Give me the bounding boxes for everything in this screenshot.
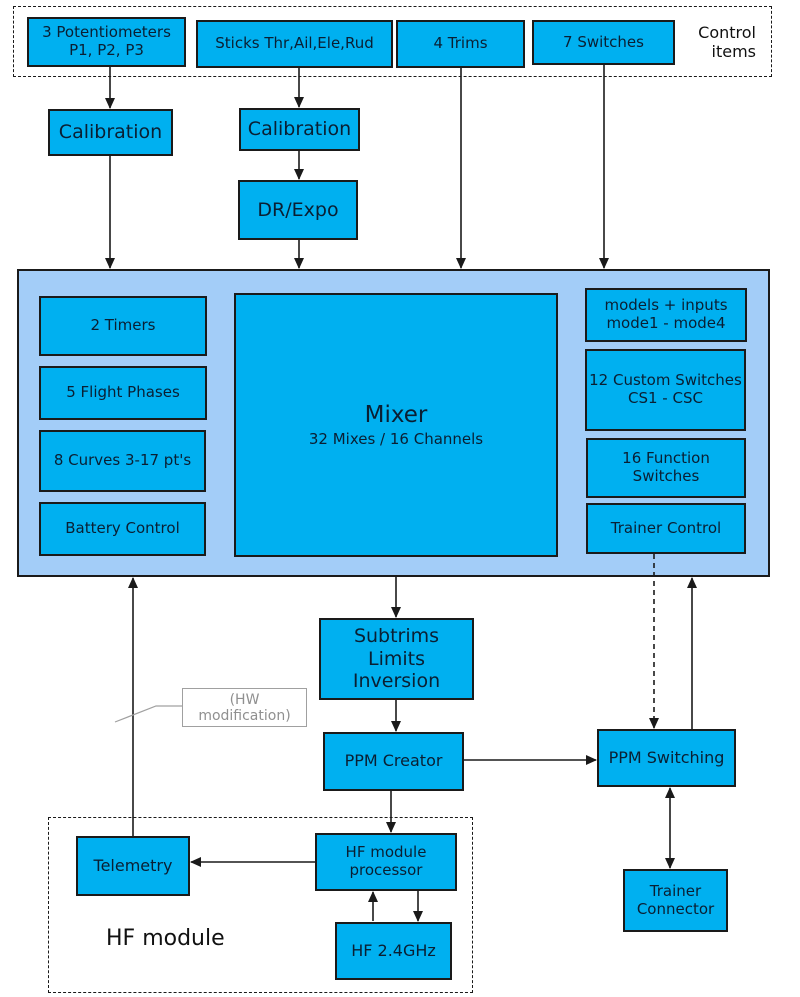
hf-module-label: HF module (106, 926, 225, 951)
node-timers: 2 Timers (39, 296, 207, 356)
node-trims: 4 Trims (396, 20, 525, 68)
node-switches: 7 Switches (532, 20, 675, 65)
control-items-label: Control items (698, 23, 756, 62)
node-potentiometers: 3 Potentiometers P1, P2, P3 (27, 17, 186, 67)
node-ppm-creator: PPM Creator (323, 732, 464, 791)
mixer-title: Mixer (364, 401, 428, 428)
node-calibration-pots: Calibration (48, 109, 173, 156)
hw-modification-callout: (HW modification) (182, 688, 307, 727)
node-flight-phases: 5 Flight Phases (39, 366, 207, 420)
node-telemetry: Telemetry (76, 836, 190, 896)
node-hf-module-processor: HF module processor (315, 833, 457, 891)
hw-modification-leader-line (114, 705, 182, 723)
node-battery-control: Battery Control (39, 502, 206, 556)
hf-module-group-border (48, 817, 473, 993)
node-trainer-control: Trainer Control (586, 503, 746, 554)
node-models-inputs: models + inputs mode1 - mode4 (585, 288, 747, 342)
node-hf-24ghz: HF 2.4GHz (335, 922, 452, 980)
node-curves: 8 Curves 3-17 pt's (39, 430, 206, 492)
node-custom-switches: 12 Custom Switches CS1 - CSC (585, 349, 746, 431)
node-calibration-sticks: Calibration (239, 108, 360, 151)
node-trainer-connector: Trainer Connector (623, 869, 728, 932)
control-items-group-border (13, 6, 772, 77)
node-sticks: Sticks Thr,Ail,Ele,Rud (196, 20, 393, 68)
node-subtrims-limits-inversion: Subtrims Limits Inversion (319, 618, 474, 700)
node-mixer: Mixer 32 Mixes / 16 Channels (234, 293, 558, 557)
node-dr-expo: DR/Expo (238, 180, 358, 240)
node-ppm-switching: PPM Switching (597, 729, 736, 787)
node-function-switches: 16 Function Switches (586, 438, 746, 498)
mixer-subtitle: 32 Mixes / 16 Channels (308, 429, 484, 448)
